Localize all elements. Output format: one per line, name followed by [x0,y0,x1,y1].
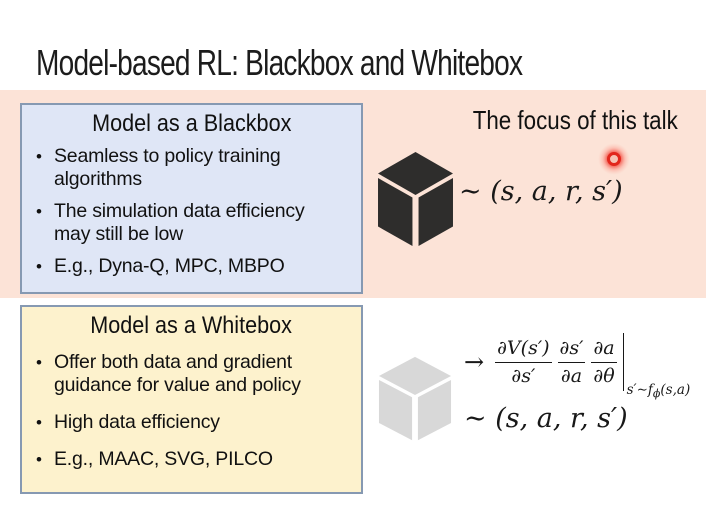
bullet-icon: • [36,147,42,166]
evaluation-bar: s′∼fϕ(s,a) [622,333,690,400]
bullet-text: Offer both data and gradient guidance fo… [54,351,301,396]
bullet-text: E.g., Dyna-Q, MPC, MBPO [54,255,285,277]
blackbox-panel: Model as a Blackbox • Seamless to policy… [20,103,363,294]
list-item: • Offer both data and gradient guidance … [36,351,353,397]
bullet-icon: • [36,353,42,372]
whitebox-panel-title: Model as a Whitebox [30,310,353,342]
bullet-icon: • [36,257,42,276]
blackbox-panel-title-text: Model as a Blackbox [91,110,292,137]
list-item: • E.g., Dyna-Q, MPC, MBPO [36,255,353,278]
whitebox-panel: Model as a Whitebox • Offer both data an… [20,305,363,494]
bullet-text: Seamless to policy training algorithms [54,145,281,190]
bullet-icon: • [36,450,42,469]
bullet-text: The simulation data efficiency may still… [54,200,305,245]
evaluation-subscript: s′∼fϕ(s,a) [626,382,691,400]
bullet-icon: • [36,202,42,221]
focus-title-text: The focus of this talk [472,105,678,135]
arrow-icon: → [464,348,485,376]
slide-title: Model-based RL: Blackbox and Whitebox [36,42,523,83]
list-item: • E.g., MAAC, SVG, PILCO [36,448,353,471]
blackbox-panel-title: Model as a Blackbox [30,108,353,140]
bullet-icon: • [36,413,42,432]
whitebox-sample-formula: ∼ (s, a, r, s′) [464,403,628,434]
fraction-ds-da: ∂s′ ∂a [557,337,586,387]
fraction-dV-ds: ∂V(s′) ∂s′ [495,337,552,387]
bullet-text: E.g., MAAC, SVG, PILCO [54,448,273,470]
laser-pointer-core [607,152,621,166]
list-item: • Seamless to policy training algorithms [36,145,353,191]
bullet-text: High data efficiency [54,411,220,433]
focus-title: The focus of this talk [430,105,706,135]
gradient-chain-expression: → ∂V(s′) ∂s′ ∂s′ ∂a ∂a ∂θ s′∼fϕ(s,a) [464,333,690,400]
whitebox-cube-icon [378,356,452,441]
laser-pointer-dot [598,143,630,175]
list-item: • High data efficiency [36,411,353,434]
blackbox-cube-icon [378,152,453,246]
list-item: • The simulation data efficiency may sti… [36,200,353,246]
whitebox-bullet-list: • Offer both data and gradient guidance … [30,351,353,471]
whitebox-panel-title-text: Model as a Whitebox [90,312,293,339]
whitebox-gradient-formula: → ∂V(s′) ∂s′ ∂s′ ∂a ∂a ∂θ s′∼fϕ(s,a) ∼ (… [464,333,690,434]
fraction-da-dtheta: ∂a ∂θ [591,337,617,387]
blackbox-sample-formula: ∼ (s, a, r, s′) [459,176,623,207]
blackbox-bullet-list: • Seamless to policy training algorithms… [30,145,353,278]
